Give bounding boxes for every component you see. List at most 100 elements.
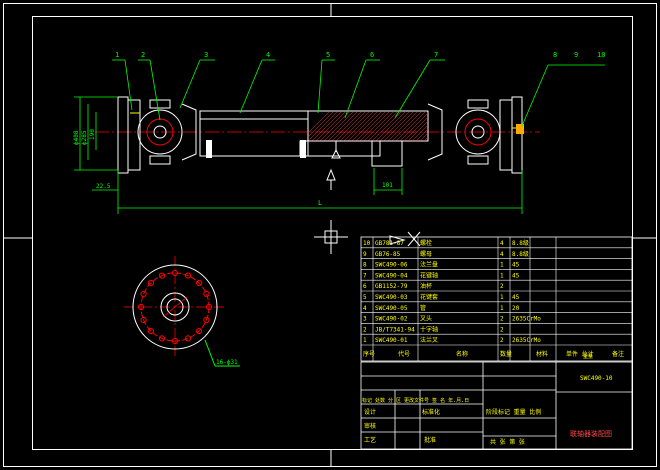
drawing-title: 联轴器装配图 xyxy=(570,429,612,438)
bom-cell-no: 9 xyxy=(363,251,367,258)
bom-header-name: 名称 xyxy=(456,350,468,358)
bom-cell-no: 3 xyxy=(363,316,367,323)
oil-cup-arrow xyxy=(331,148,341,159)
bolt-hole xyxy=(137,303,145,311)
bom-cell-no: 10 xyxy=(363,240,371,247)
bom-cell-name: 叉头 xyxy=(420,315,432,323)
bom-cell-name: 螺栓 xyxy=(420,239,432,247)
bolt-hole xyxy=(184,272,192,279)
outer-sheet-border xyxy=(3,3,657,467)
balloon-3: 3 xyxy=(204,51,208,59)
left-flange-hub xyxy=(127,99,141,171)
left-bearing-cap-bottom xyxy=(149,155,171,165)
balloon-1: 1 xyxy=(115,51,119,59)
dim-flange-outer: ф408 xyxy=(73,130,80,145)
dim-flange-mid: ф285 xyxy=(81,130,88,145)
spline-shaft-neck xyxy=(371,140,403,167)
flange-bolt-circle xyxy=(140,272,210,342)
bom-header-qty: 数量 xyxy=(500,350,512,358)
tb-check: 审核 xyxy=(364,422,376,430)
bom-cell-name: 管 xyxy=(420,304,426,312)
title-block xyxy=(360,361,633,450)
bom-cell-mat: 20 xyxy=(512,305,520,312)
bom-cell-name: 花键轴 xyxy=(420,271,438,279)
bom-cell-qty: 2 xyxy=(500,337,504,344)
tube-weld-left xyxy=(206,140,212,158)
bom-cell-code: SWC490-01 xyxy=(375,337,408,344)
balloon-7: 7 xyxy=(434,51,438,59)
balloon-9: 9 xyxy=(574,51,578,59)
bom-cell-no: 8 xyxy=(363,262,367,269)
dim-right-stub: 101 xyxy=(382,182,393,189)
bom-cell-qty: 1 xyxy=(500,305,504,312)
section-arrow xyxy=(326,168,336,181)
bom-cell-no: 6 xyxy=(363,283,367,290)
balloon-8: 8 xyxy=(553,51,557,59)
bom-cell-code: JB/T7341-94 xyxy=(375,326,415,333)
bom-cell-no: 5 xyxy=(363,294,367,301)
tb-sheet-count: 共 张 第 张 xyxy=(490,438,525,446)
bom-cell-name: 油杯 xyxy=(420,282,432,290)
bolt-hole xyxy=(203,290,210,298)
bom-cell-code: GB76-85 xyxy=(375,251,401,258)
bom-cell-mat: 2635CrMo xyxy=(512,316,541,323)
balloon-5: 5 xyxy=(326,51,330,59)
bom-cell-code: SWC490-04 xyxy=(375,272,408,279)
bom-cell-qty: 2 xyxy=(500,283,504,290)
bolt-hole xyxy=(195,279,203,287)
bom-cell-code: SWC490-02 xyxy=(375,316,408,323)
bolt-hole xyxy=(184,335,192,342)
tb-design: 设计 xyxy=(364,408,376,416)
bom-cell-qty: 4 xyxy=(500,251,504,258)
left-yoke-head xyxy=(181,103,197,161)
right-cross-joint-bearing xyxy=(464,118,492,146)
dim-overall-length: L xyxy=(318,199,322,207)
bolt-hole xyxy=(147,279,155,287)
cad-cursor xyxy=(314,220,348,254)
balloon-6: 6 xyxy=(370,51,374,59)
part-balloons xyxy=(112,59,605,127)
shaft-assembly-view xyxy=(95,96,540,190)
tb-approve: 批准 xyxy=(424,436,436,444)
bom-cell-mat: 45 xyxy=(512,272,520,279)
left-cross-joint-outer xyxy=(137,109,183,155)
bom-cell-mat: 8.8级 xyxy=(512,250,529,258)
bom-cell-name: 十字轴 xyxy=(420,325,438,333)
bom-cell-qty: 1 xyxy=(500,262,504,269)
bom-cell-name: 法兰盘 xyxy=(420,261,438,269)
spline-sleeve-hatch xyxy=(307,110,429,142)
bom-header-no: 序号 xyxy=(363,350,375,358)
bom-cell-no: 7 xyxy=(363,272,367,279)
bom-cell-code: SWC490-06 xyxy=(375,262,408,269)
bom-cell-name: 螺母 xyxy=(420,250,432,258)
dim-flange-inner: 190 xyxy=(89,129,96,140)
tb-standardization: 标准化 xyxy=(422,408,440,416)
left-cross-joint-center xyxy=(153,125,167,139)
bom-cell-name: 法兰叉 xyxy=(420,336,438,344)
bom-cell-code: SWC490-03 xyxy=(375,294,408,301)
bom-header-weight-sub: 重量 xyxy=(583,353,593,360)
balloon-4: 4 xyxy=(266,51,270,59)
bolt-hole xyxy=(171,337,179,345)
bom-cell-qty: 2 xyxy=(500,316,504,323)
right-flange-hub xyxy=(499,99,513,171)
flange-bolt-holes xyxy=(137,269,213,345)
bolt-hole xyxy=(147,327,155,335)
bom-cell-no: 1 xyxy=(363,337,367,344)
bolt-hole xyxy=(140,290,147,298)
drawing-number: SWC490-10 xyxy=(580,375,613,382)
tb-revision-row: 标记 处数 分 区 更改文件号 签 名 年.月.日 xyxy=(362,397,469,404)
left-bearing-cap-top xyxy=(149,99,171,109)
flange-end-view xyxy=(124,256,240,367)
shaft-dimensions xyxy=(74,96,523,214)
tb-process: 工艺 xyxy=(364,436,376,444)
bom-cell-qty: 4 xyxy=(500,240,504,247)
bom-cell-name: 花键套 xyxy=(420,293,438,301)
bom-cell-qty: 1 xyxy=(500,294,504,301)
bom-cell-mat: 45 xyxy=(512,294,520,301)
balloon-2: 2 xyxy=(141,51,145,59)
right-bearing-cap-top xyxy=(467,99,489,109)
